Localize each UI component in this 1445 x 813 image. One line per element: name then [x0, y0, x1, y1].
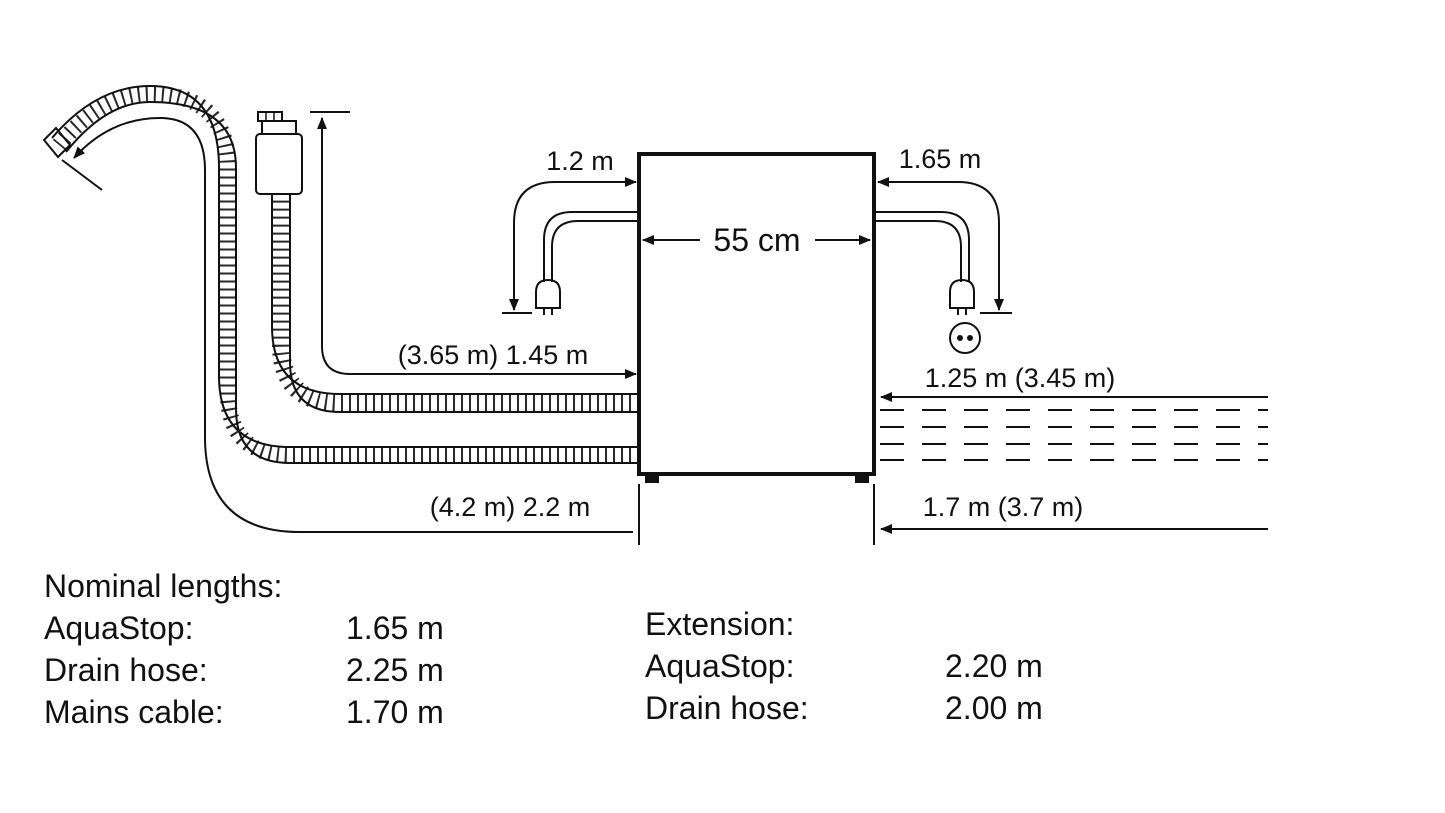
extension-table: Extension: AquaStop: 2.20 m Drain hose: …: [645, 603, 1043, 729]
extension-row-value: 2.00 m: [945, 690, 1043, 726]
right-hose-label: 1.25 m (3.45 m): [925, 363, 1116, 393]
extension-row-label: Drain hose:: [645, 690, 809, 726]
right-cable-label: 1.65 m: [899, 144, 982, 174]
drain-hose-end: [42, 126, 72, 159]
aquastop-valve: [255, 133, 303, 195]
aquastop-dimension: [310, 111, 637, 379]
drain-label: (4.2 m) 2.2 m: [430, 492, 591, 522]
drain-dimension: [61, 116, 640, 545]
aquastop-hose: [255, 111, 639, 413]
aquastop-label: (3.65 m) 1.45 m: [398, 340, 589, 370]
nominal-row-label: AquaStop:: [44, 610, 194, 646]
socket-icon: [949, 322, 981, 354]
dishwasher-body: [637, 152, 876, 483]
left-mains-cable: [502, 177, 639, 315]
width-dimension: 55 cm: [642, 222, 871, 258]
left-cable-label: 1.2 m: [546, 146, 614, 176]
nominal-row-value: 2.25 m: [346, 652, 444, 688]
nominal-lengths-table: Nominal lengths: AquaStop: 1.65 m Drain …: [44, 565, 444, 733]
extension-row-value: 2.20 m: [945, 648, 1043, 684]
extension-title: Extension:: [645, 606, 795, 642]
right-bottom-label: 1.7 m (3.7 m): [923, 492, 1084, 522]
width-label: 55 cm: [713, 222, 800, 258]
nominal-row: Drain hose: 2.25 m: [44, 649, 444, 691]
extension-row: Drain hose: 2.00 m: [645, 687, 1043, 729]
nominal-row: AquaStop: 1.65 m: [44, 607, 444, 649]
nominal-row-label: Drain hose:: [44, 652, 208, 688]
extension-row: AquaStop: 2.20 m: [645, 645, 1043, 687]
left-foot: [645, 474, 659, 483]
nominal-row-value: 1.65 m: [346, 610, 444, 646]
extension-row-label: AquaStop:: [645, 648, 795, 684]
nominal-row-value: 1.70 m: [346, 694, 444, 730]
drain-hose: [42, 84, 639, 464]
right-mains-cable: [874, 177, 1012, 354]
nominal-row: Mains cable: 1.70 m: [44, 691, 444, 733]
right-hoses: [873, 392, 1268, 545]
nominal-row-label: Mains cable:: [44, 694, 224, 730]
right-foot: [855, 474, 869, 483]
nominal-title: Nominal lengths:: [44, 568, 283, 604]
